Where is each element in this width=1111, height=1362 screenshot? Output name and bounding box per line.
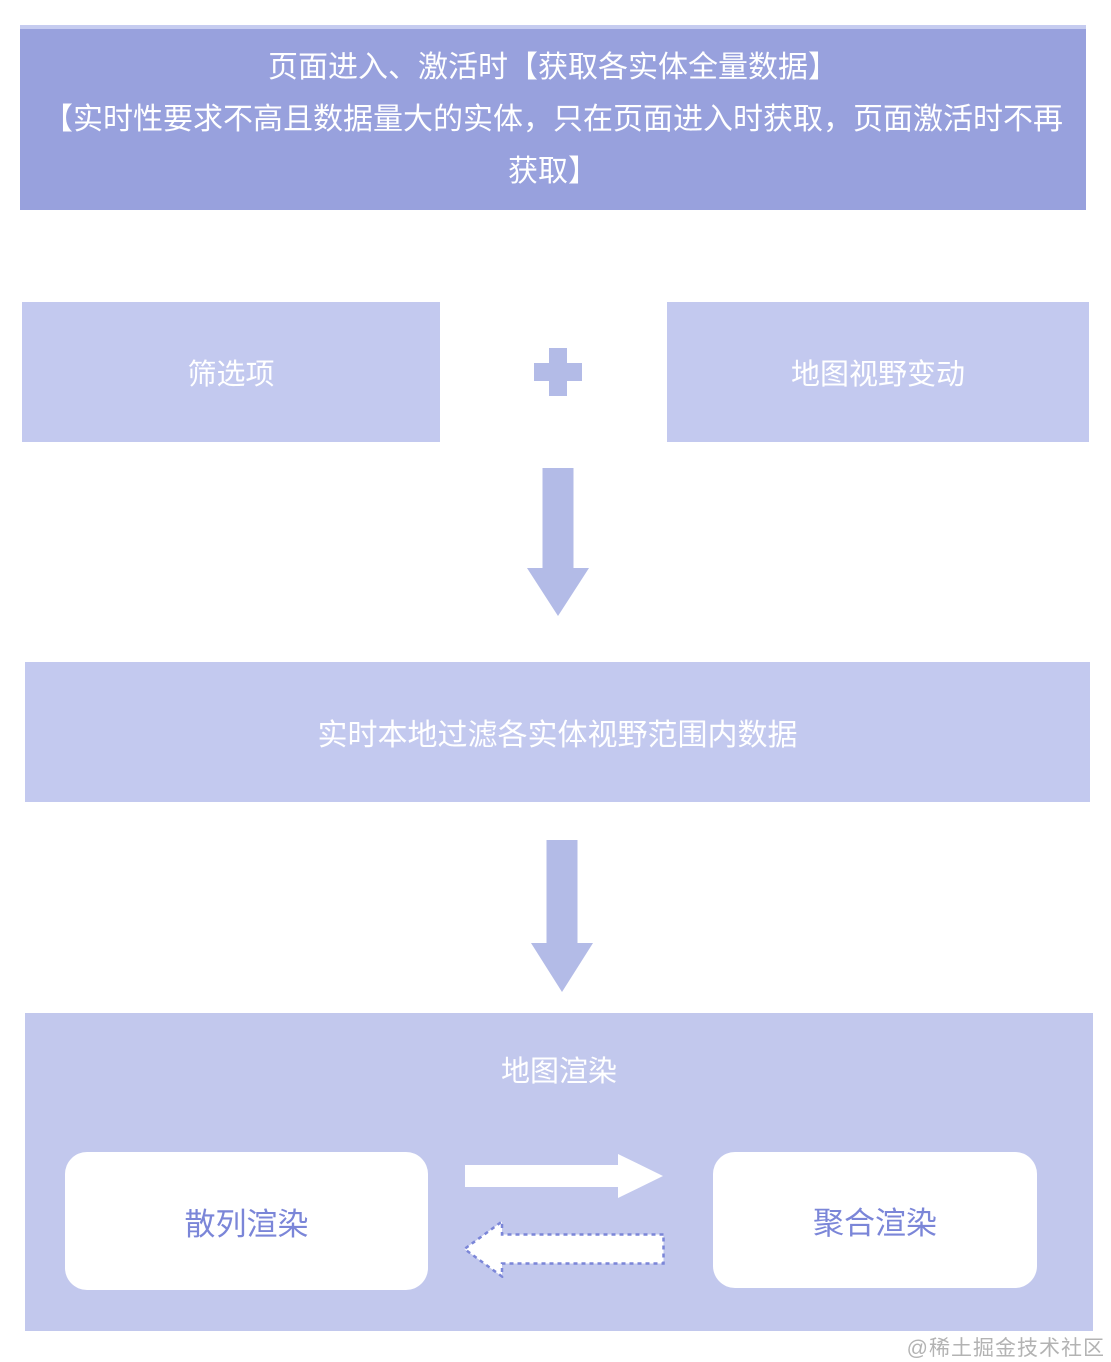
filter-options-label: 筛选项	[187, 359, 275, 391]
header-line-3: 获取】	[508, 154, 598, 188]
local-filter-label: 实时本地过滤各实体视野范围内数据	[317, 719, 798, 752]
plus-icon	[534, 348, 582, 396]
map-viewport-label: 地图视野变动	[790, 359, 965, 391]
cluster-render-label: 聚合渲染	[813, 1205, 937, 1241]
header-box: 页面进入、激活时【获取各实体全量数据】 【实时性要求不高且数据量大的实体，只在页…	[20, 25, 1086, 210]
arrow-down-icon	[531, 840, 593, 992]
scatter-render-box: 散列渲染	[65, 1152, 428, 1290]
watermark: @稀土掘金技术社区	[906, 1337, 1105, 1360]
arrow-left-dashed-icon	[463, 1220, 665, 1278]
header-line-2: 【实时性要求不高且数据量大的实体，只在页面进入时获取，页面激活时不再	[43, 102, 1063, 136]
cluster-render-box: 聚合渲染	[713, 1152, 1037, 1288]
arrow-right-icon	[465, 1154, 663, 1198]
map-render-title: 地图渲染	[500, 1056, 617, 1088]
scatter-render-label: 散列渲染	[184, 1206, 309, 1242]
arrow-down-icon	[527, 468, 589, 616]
map-viewport-box: 地图视野变动	[667, 302, 1089, 442]
header-line-1: 页面进入、激活时【获取各实体全量数据】	[268, 50, 838, 84]
local-filter-box: 实时本地过滤各实体视野范围内数据	[25, 662, 1090, 802]
filter-options-box: 筛选项	[22, 302, 440, 442]
